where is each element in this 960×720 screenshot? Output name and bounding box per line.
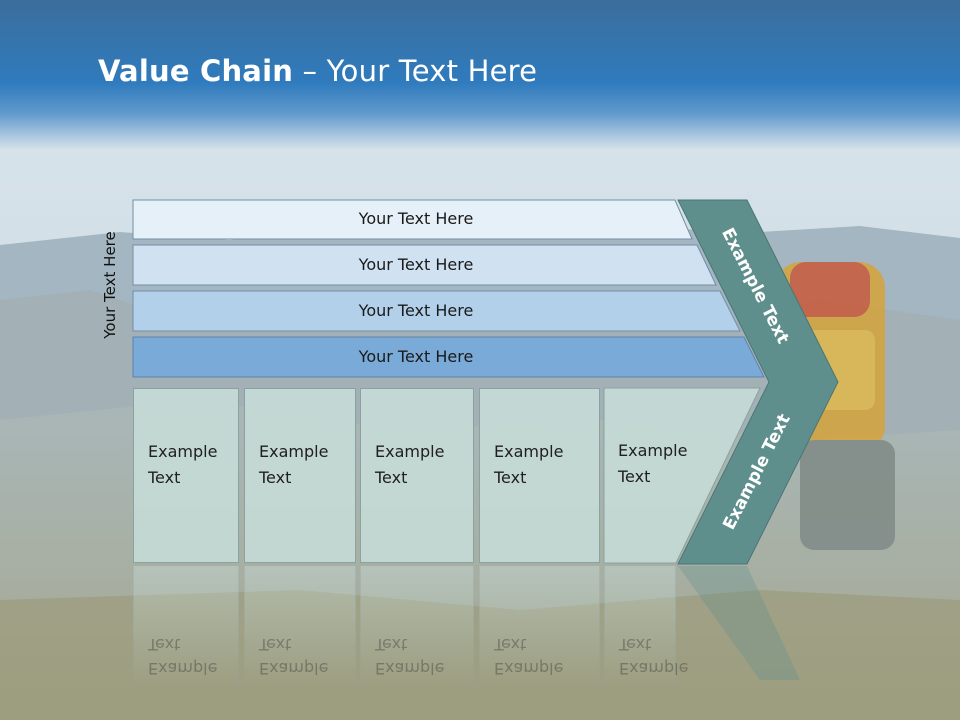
vertical-label: Your Text Here	[101, 231, 119, 339]
box-1: Example Text	[133, 388, 239, 563]
box-2-reflection-text: Example Text	[259, 635, 329, 678]
bar-3-label: Your Text Here	[358, 301, 474, 320]
header-band	[0, 0, 960, 150]
bar-2	[132, 244, 717, 286]
box-2-reflection: Example Text	[244, 566, 356, 686]
bar-1-label: Your Text Here	[358, 209, 474, 228]
bar-2-label: Your Text Here	[358, 255, 474, 274]
box-3: Example Text	[360, 388, 474, 563]
title-subtitle: Your Text Here	[326, 54, 538, 88]
bar-4	[132, 336, 765, 378]
box-5-shape	[603, 387, 761, 564]
box-4-text: Example Text	[494, 442, 564, 487]
bar-4-label: Your Text Here	[358, 347, 474, 366]
box-2-text: Example Text	[259, 442, 329, 487]
chevron-reflection	[678, 566, 800, 680]
box-3-reflection: Example Text	[360, 566, 474, 686]
chevron-arrow	[677, 199, 839, 565]
box-4: Example Text	[479, 388, 600, 563]
box-3-text: Example Text	[375, 442, 445, 487]
title-separator: –	[293, 54, 327, 88]
box-4-reflection-text: Example Text	[494, 635, 564, 678]
box-1-reflection-text: Example Text	[148, 635, 218, 678]
box-5: Example Text	[604, 388, 724, 563]
box-5-text: Example Text	[618, 441, 688, 486]
box-4-reflection: Example Text	[479, 566, 600, 686]
title-bold: Value Chain	[98, 54, 294, 88]
box-5-reflection-text: Example Text	[619, 635, 689, 678]
bar-3	[132, 290, 741, 332]
box-1-reflection: Example Text	[133, 566, 239, 686]
box-5-reflection: Example Text	[604, 566, 689, 686]
box-2: Example Text	[244, 388, 356, 563]
box-3-reflection-text: Example Text	[375, 635, 445, 678]
slide-title: Value Chain – Your Text Here	[98, 54, 537, 94]
bar-1	[132, 199, 693, 240]
box-1-text: Example Text	[148, 442, 218, 487]
